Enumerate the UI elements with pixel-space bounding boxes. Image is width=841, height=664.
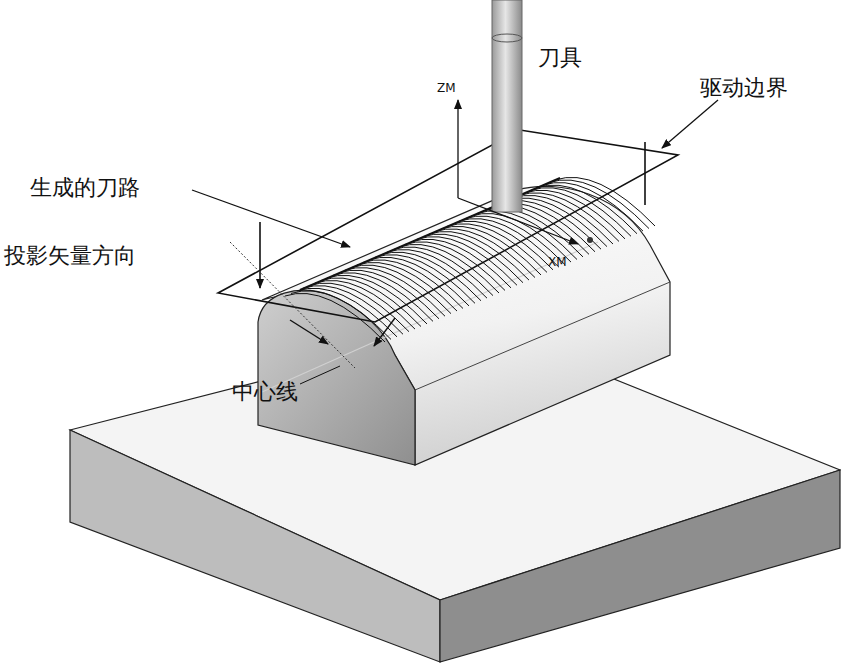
toolpath-stroke xyxy=(315,280,415,329)
drive-boundary xyxy=(218,130,678,322)
toolpath-stroke xyxy=(471,213,571,262)
toolpath-stroke xyxy=(393,247,493,296)
toolpath-stroke xyxy=(423,234,523,283)
axis-label: XM xyxy=(548,256,567,269)
xm-axis xyxy=(458,198,578,244)
toolpath-stroke xyxy=(405,242,505,291)
boundary-label: 驱动边界 xyxy=(700,76,788,100)
toolpath-stroke xyxy=(417,237,517,286)
leader-line xyxy=(300,366,340,384)
toolpath-stroke xyxy=(375,255,475,304)
toolpath-stroke xyxy=(321,278,421,327)
centerline-label: 中心线 xyxy=(232,380,298,404)
projection-dotted xyxy=(230,242,355,368)
toolpath-stroke xyxy=(549,180,649,229)
toolpath-stroke xyxy=(387,250,487,299)
toolpath-label: 生成的刀路 xyxy=(30,176,140,200)
boundary-vector-right xyxy=(644,142,646,205)
leader-line xyxy=(662,100,718,148)
toolpath-stroke xyxy=(297,288,397,337)
toolpath-stroke xyxy=(309,283,409,332)
tool-ring xyxy=(492,34,522,42)
toolpath-stroke xyxy=(537,185,637,234)
projection-arrow xyxy=(374,318,395,346)
toolpath-stroke xyxy=(513,195,613,244)
toolpath-stroke xyxy=(531,188,631,237)
boundary-vector-left xyxy=(259,222,261,288)
toolpath-stroke xyxy=(543,183,643,232)
toolpath-stroke xyxy=(459,219,559,268)
toolpath-stroke xyxy=(441,226,541,275)
toolpath xyxy=(285,177,655,342)
toolpath-stroke xyxy=(399,244,499,293)
tool-body xyxy=(492,0,522,212)
tool-label: 刀具 xyxy=(538,46,582,70)
base-right xyxy=(440,470,840,662)
projection-arrow xyxy=(290,320,328,344)
projection-label: 投影矢量方向 xyxy=(4,244,136,268)
leader-line xyxy=(192,190,350,247)
zm-axis xyxy=(457,100,458,198)
toolpath-stroke xyxy=(435,229,535,278)
toolpath-stroke xyxy=(555,177,655,226)
toolpath-stroke xyxy=(381,252,481,301)
toolpath-stroke xyxy=(285,293,385,342)
toolpath-stroke xyxy=(411,239,511,288)
toolpath-stroke xyxy=(351,265,451,314)
toolpath-stroke xyxy=(447,224,547,273)
toolpath-stroke xyxy=(429,231,529,280)
origin-dot xyxy=(587,237,593,243)
toolpath-stroke xyxy=(333,273,433,322)
end-face xyxy=(258,290,415,465)
axis-label: ZM xyxy=(437,82,456,95)
base-front xyxy=(70,430,440,662)
